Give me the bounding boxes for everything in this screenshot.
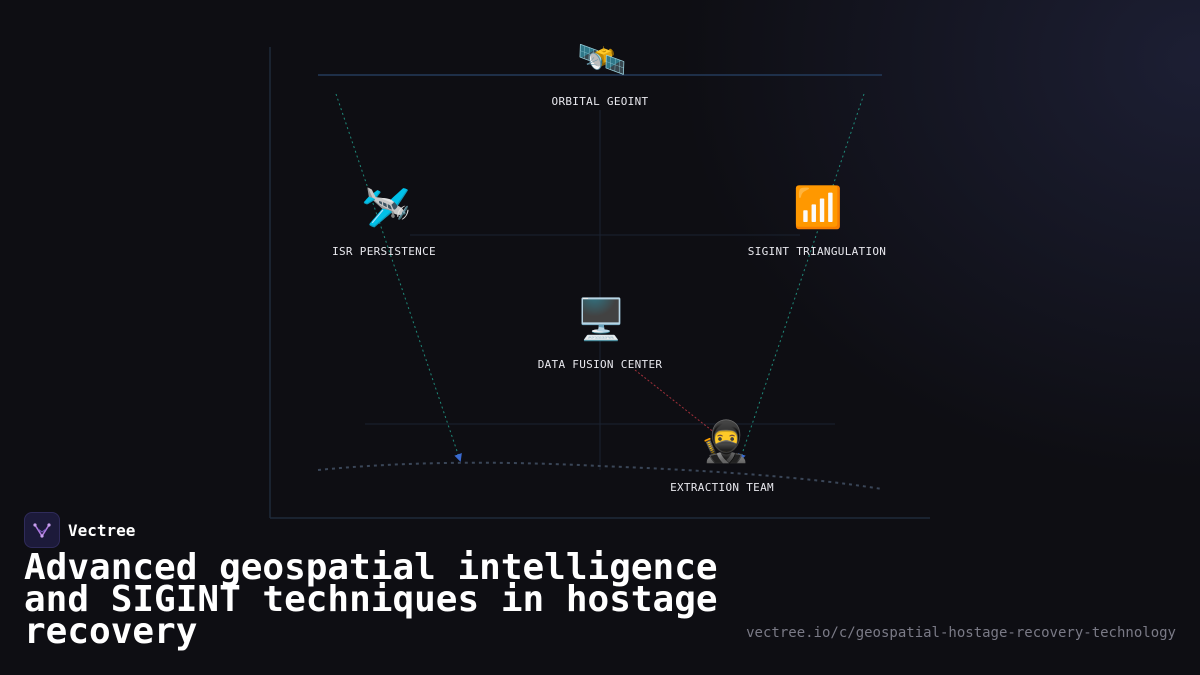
brand: Vectree bbox=[24, 512, 135, 548]
airplane-icon: 🛩️ bbox=[361, 185, 411, 231]
page-title: Advanced geospatial intelligence and SIG… bbox=[24, 547, 718, 652]
desktop-computer-icon: 🖥️ bbox=[576, 297, 626, 343]
brand-name: Vectree bbox=[68, 520, 136, 540]
page-url: vectree.io/c/geospatial-hostage-recovery… bbox=[746, 625, 1176, 641]
ninja-icon: 🥷 bbox=[700, 419, 750, 465]
data-fusion-center-label: DATA FUSION CENTER bbox=[537, 358, 663, 371]
terrain-curve bbox=[317, 461, 883, 490]
link-fusion-extraction bbox=[634, 369, 716, 434]
sigint-triangulation-label: SIGINT TRIANGULATION bbox=[747, 245, 887, 258]
signal-bars-icon: 📶 bbox=[793, 185, 843, 231]
satellite-icon: 🛰️ bbox=[577, 37, 627, 83]
link-orbital-right bbox=[738, 93, 865, 462]
orbital-geoint-label: ORBITAL GEOINT bbox=[551, 95, 649, 108]
link-orbital-left bbox=[335, 93, 462, 462]
extraction-team-label: EXTRACTION TEAM bbox=[670, 481, 774, 494]
vectree-logo-icon bbox=[24, 512, 60, 548]
isr-persistence-label: ISR PERSISTENCE bbox=[332, 245, 436, 258]
